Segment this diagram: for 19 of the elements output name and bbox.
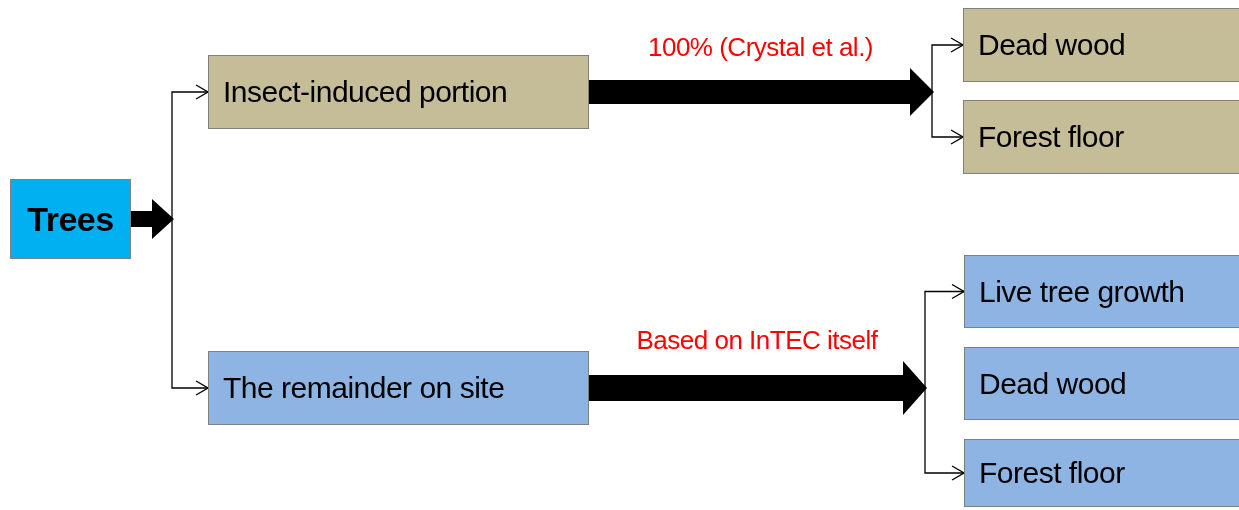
process-box <box>963 8 1239 82</box>
node-label: Insect-induced portion <box>223 75 508 109</box>
block-arrow <box>589 68 934 116</box>
node-label: Live tree growth <box>979 274 1185 309</box>
process-box <box>963 100 1239 174</box>
process-box <box>964 255 1239 328</box>
node-label: Trees <box>27 199 114 239</box>
node-label: Forest floor <box>978 120 1124 154</box>
block-arrow <box>131 199 174 239</box>
node-label: Forest floor <box>979 456 1125 490</box>
node-label: Dead wood <box>978 28 1126 62</box>
process-box <box>964 439 1239 507</box>
process-box <box>964 347 1239 420</box>
node-label: The remainder on site <box>223 371 505 405</box>
process-box <box>10 179 131 259</box>
process-box <box>208 351 589 425</box>
block-arrow <box>589 361 927 415</box>
node-label: Dead wood <box>979 366 1127 401</box>
process-box <box>208 55 589 129</box>
